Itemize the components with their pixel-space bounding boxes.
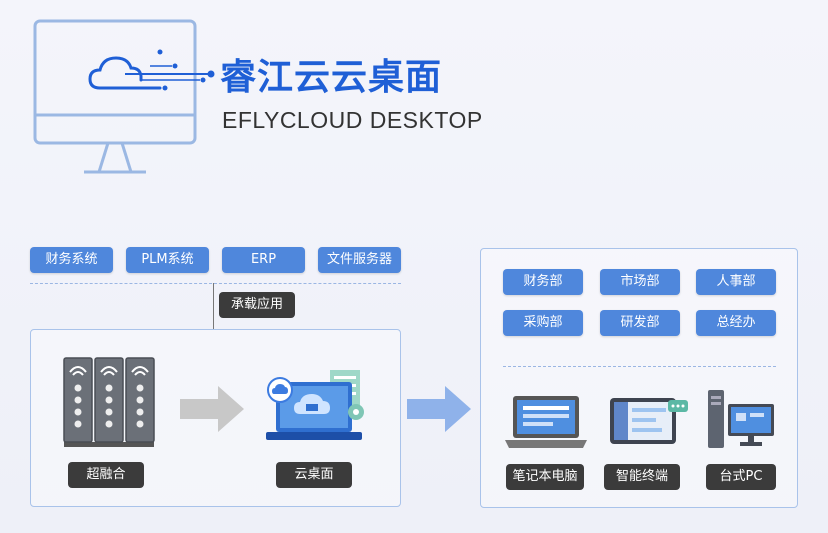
arrow-right-blue-icon <box>407 386 471 432</box>
dept-pill-marketing: 市场部 <box>600 269 680 295</box>
monitor-outline-icon <box>33 19 215 174</box>
hyperconverged-label: 超融合 <box>68 462 144 488</box>
cloud-logo-icon <box>88 49 215 91</box>
cloud-desktop-label: 云桌面 <box>276 462 352 488</box>
carrier-connector <box>213 283 214 330</box>
app-pill-file-server: 文件服务器 <box>318 247 401 273</box>
dept-pill-gm-office: 总经办 <box>696 310 776 336</box>
dept-pill-rnd: 研发部 <box>600 310 680 336</box>
app-pill-finance: 财务系统 <box>30 247 113 273</box>
app-pill-plm: PLM系统 <box>126 247 209 273</box>
product-title-en: EFLYCLOUD DESKTOP <box>222 107 483 133</box>
cloud-desktop-laptop-icon <box>266 370 364 440</box>
apps-divider <box>30 283 401 284</box>
laptop-label: 笔记本电脑 <box>506 464 584 490</box>
server-rack-icon <box>63 357 155 447</box>
laptop-icon <box>505 396 587 448</box>
departments-divider <box>503 366 776 367</box>
desktop-pc-label: 台式PC <box>706 464 776 490</box>
dept-pill-purchasing: 采购部 <box>503 310 583 336</box>
dept-pill-finance: 财务部 <box>503 269 583 295</box>
carrier-label: 承载应用 <box>219 292 295 318</box>
desktop-pc-icon <box>708 390 774 448</box>
smart-terminal-icon <box>610 398 688 444</box>
product-title-cn: 睿江云云桌面 <box>220 57 443 98</box>
smart-terminal-label: 智能终端 <box>604 464 680 490</box>
dept-pill-hr: 人事部 <box>696 269 776 295</box>
arrow-right-gray-icon <box>180 386 244 432</box>
app-pill-erp: ERP <box>222 247 305 273</box>
